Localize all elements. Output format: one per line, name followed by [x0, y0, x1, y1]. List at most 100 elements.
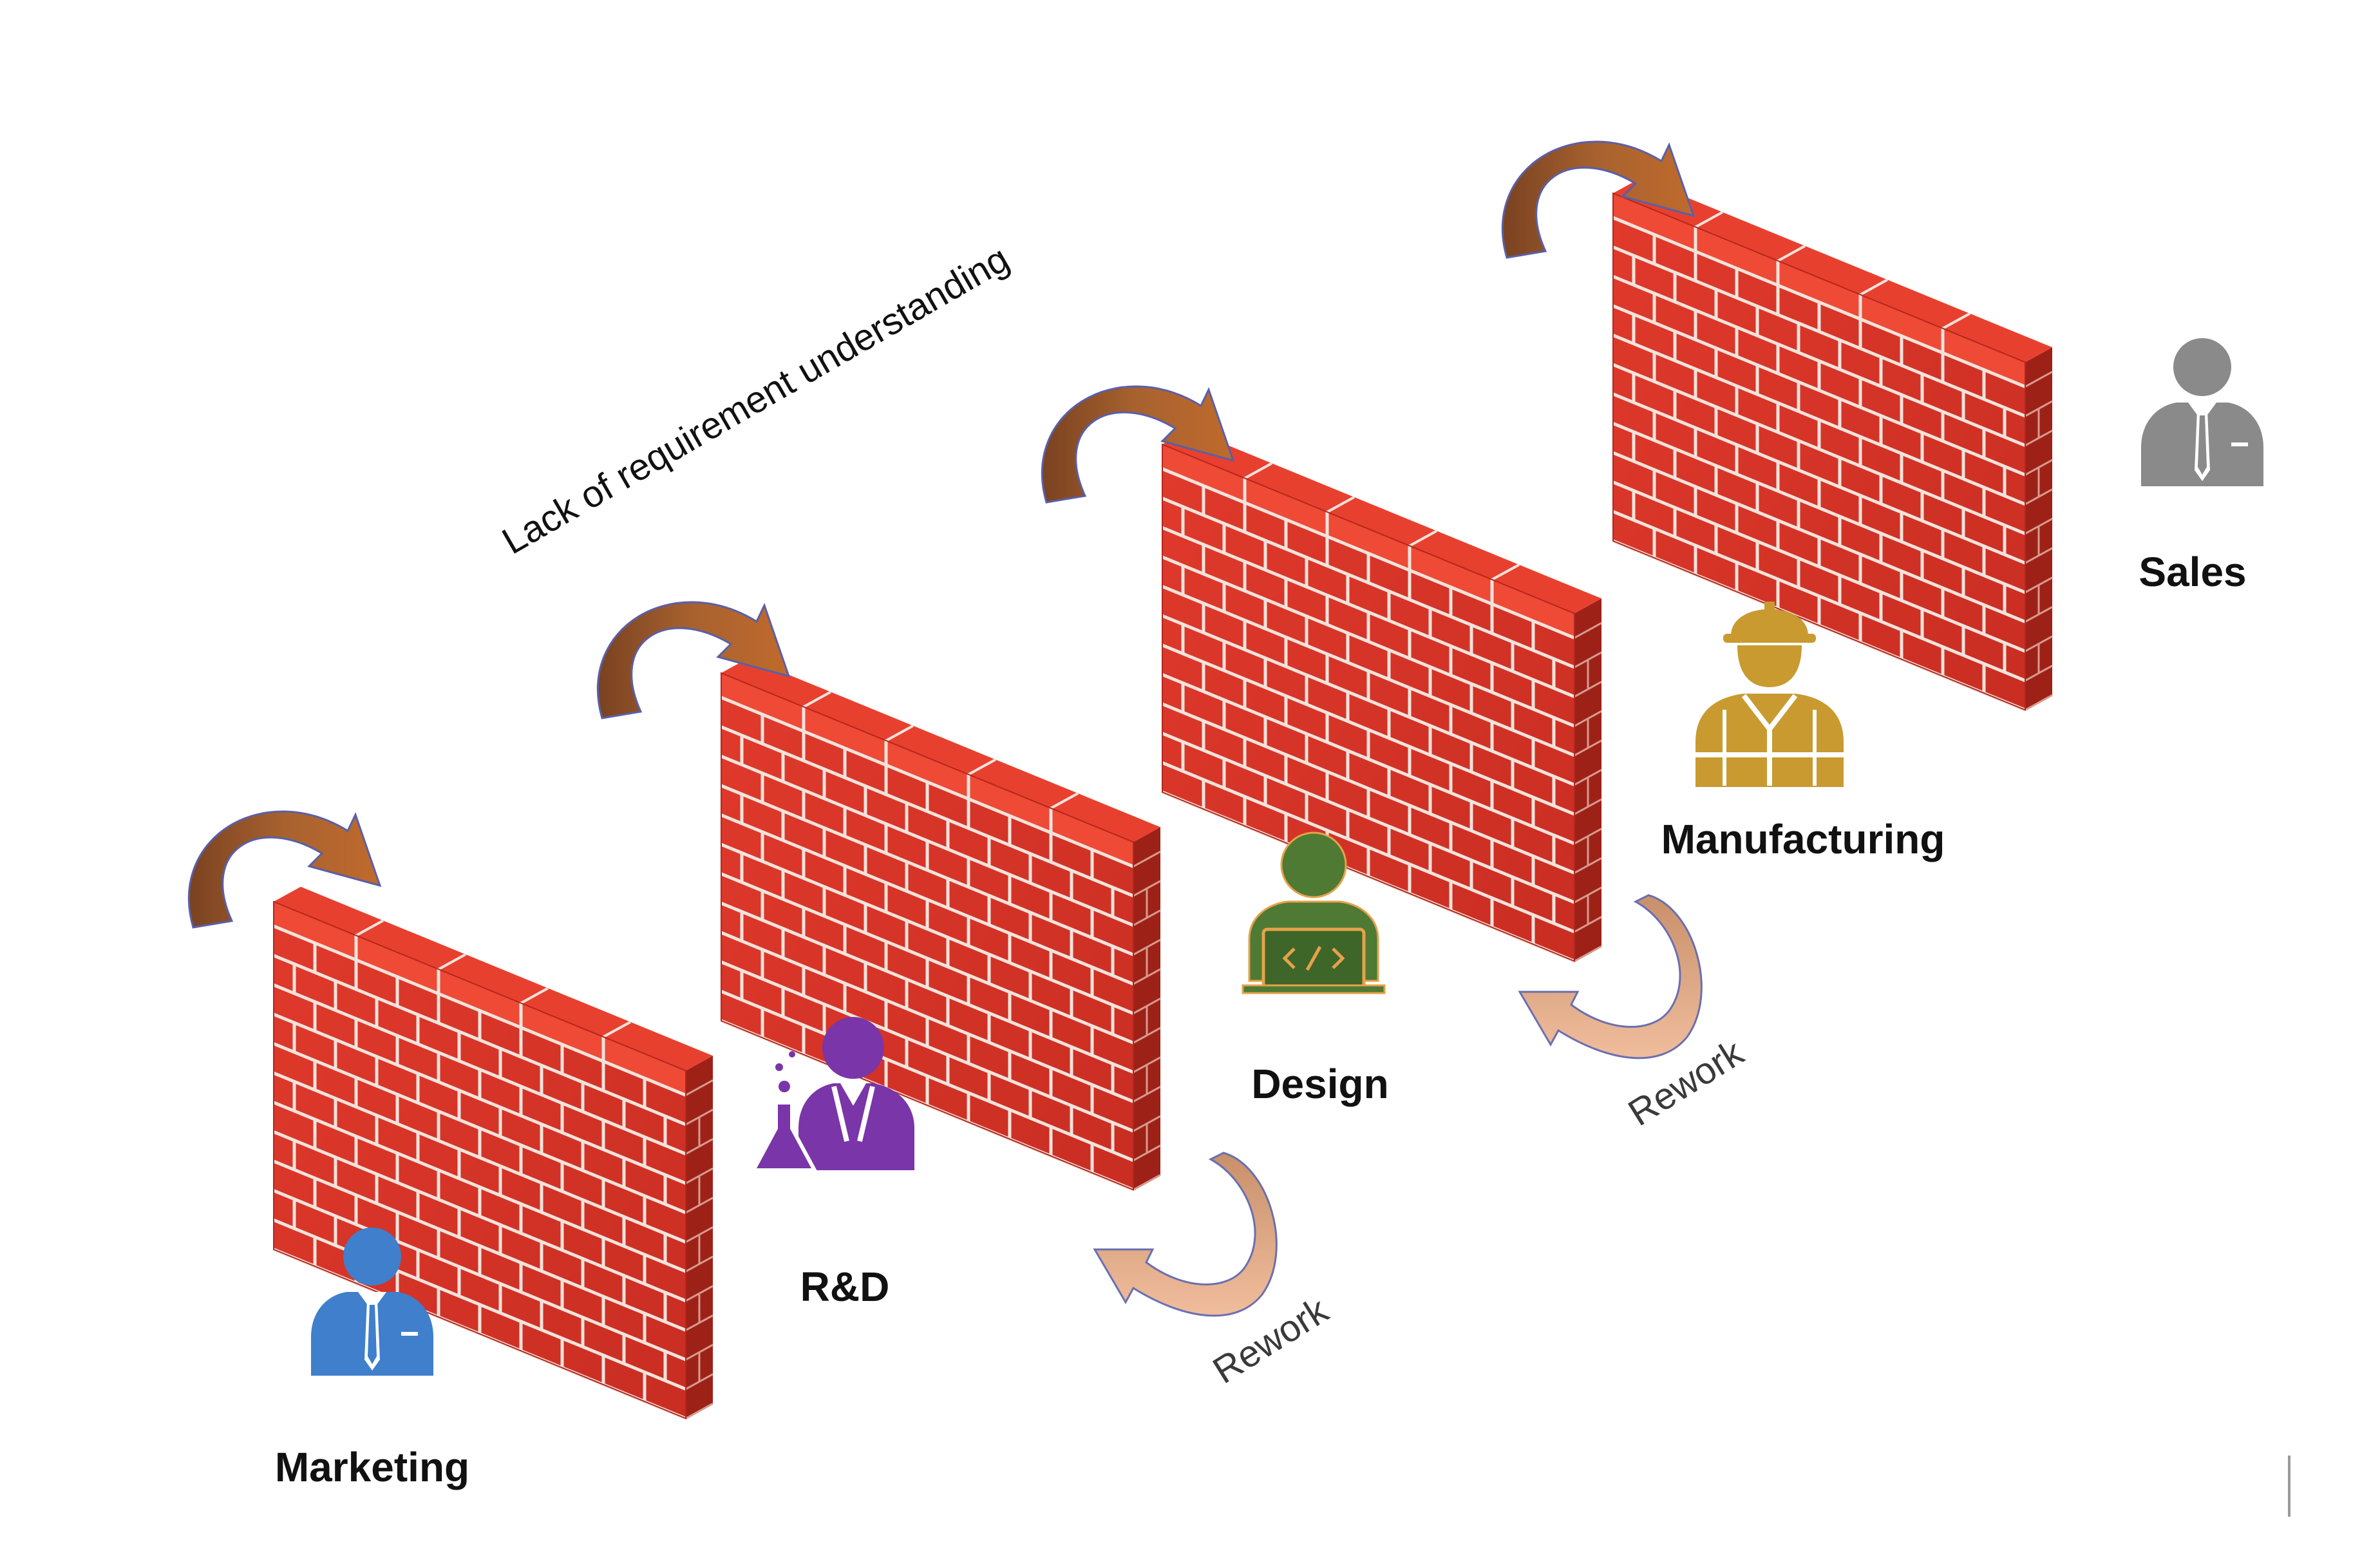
wall-cap [721, 673, 1133, 867]
code-bracket [1282, 947, 1296, 969]
handoff-arrows [188, 140, 1695, 929]
wall-top [1613, 178, 2052, 363]
mortar-line [1162, 555, 1575, 728]
mortar-line [685, 1285, 713, 1302]
coat-line [857, 1086, 875, 1142]
mortar-line [2025, 694, 2053, 711]
laptop-base [1242, 984, 1386, 994]
mortar-line [273, 954, 686, 1126]
mortar-line [2025, 547, 2053, 564]
developer-laptop-icon [1242, 831, 1386, 994]
head-shape [1737, 645, 1802, 687]
mortar-line [1860, 278, 1888, 296]
mortar-line [355, 919, 384, 937]
businessman-icon [2141, 338, 2263, 486]
rework-arrows [1093, 894, 1703, 1317]
body-shape [798, 1083, 914, 1170]
pocket-shape [401, 1332, 418, 1336]
mortar-line [1133, 998, 1161, 1014]
businessman-icon [311, 1228, 433, 1376]
mortar-line [803, 690, 831, 708]
mortar-line [885, 725, 914, 742]
wall-cap [1162, 444, 1574, 638]
wall-outline [721, 672, 1134, 1191]
mortar-line [1133, 1056, 1161, 1074]
code-bracket [1332, 947, 1345, 969]
department-label-marketing: Marketing [275, 1444, 469, 1490]
mortar-line [1244, 462, 1272, 480]
mortar-line [273, 983, 686, 1155]
wall-outline [273, 900, 686, 1419]
curved-arrow-icon [597, 601, 791, 719]
hard-hat-icon [1731, 609, 1808, 636]
return-arrow-icon [1093, 1152, 1278, 1317]
mortar-line [1574, 769, 1602, 786]
brick-wall [1162, 429, 1602, 963]
mortar-line [520, 987, 549, 1005]
scientist-icon [750, 1017, 914, 1172]
tie-inner-shape [368, 1305, 377, 1364]
department-label-sales: Sales [2139, 549, 2246, 595]
handoff-arrow [188, 810, 382, 929]
bubble-shape [779, 1081, 790, 1092]
mortar-line [685, 1079, 713, 1096]
mortar-line [1695, 211, 1723, 229]
hat-brim [1723, 634, 1816, 643]
mortar-line [438, 953, 466, 971]
wall-cap [274, 902, 686, 1096]
department-label-design: Design [1251, 1061, 1388, 1107]
rework-arrow [1518, 894, 1703, 1059]
coat-line [831, 1086, 849, 1142]
tie-inner-shape [2198, 415, 2207, 475]
department-label-rd: R&D [800, 1264, 890, 1310]
mortar-line [1050, 792, 1079, 810]
mortar-line [1574, 681, 1602, 697]
mortar-line [685, 1226, 713, 1243]
mortar-line [685, 1343, 713, 1361]
curved-arrow-icon [1041, 385, 1235, 504]
mortar-line [1491, 564, 1520, 581]
handoff-arrow [1041, 385, 1235, 504]
bubble-shape [789, 1051, 795, 1058]
mortar-line [1574, 828, 1602, 845]
brick-wall [273, 886, 713, 1420]
rd-icon-group [750, 1017, 914, 1172]
pocket-shape [2231, 442, 2248, 446]
mortar-line [721, 754, 1134, 927]
mortar-line [685, 1138, 713, 1155]
hat-ridge [1764, 602, 1775, 616]
return-arrow-icon [1518, 894, 1703, 1059]
wall-cap [1613, 193, 2025, 387]
manufacturing-icon-group [1695, 602, 1844, 787]
head-shape [2173, 338, 2231, 396]
mortar-line [1409, 529, 1437, 547]
wall-outline [1162, 443, 1575, 962]
sales-icon-group [2141, 338, 2263, 486]
mortar-line [1133, 909, 1161, 926]
wall-outline [1612, 192, 2026, 711]
mortar-line [273, 1042, 686, 1215]
mortar-line [1574, 621, 1602, 639]
code-slash [1305, 945, 1322, 971]
construction-worker-icon [1695, 602, 1844, 787]
wall-top [274, 886, 713, 1071]
wall-top [1162, 429, 1601, 614]
head-shape [822, 1017, 884, 1079]
mortar-line [2025, 400, 2053, 417]
mortar-line [1942, 312, 1970, 330]
mortar-line [721, 725, 1134, 898]
mortar-line [1327, 496, 1355, 513]
curved-arrow-icon [1502, 140, 1695, 259]
requirement-gap-annotation: Lack of requirement understanding [495, 238, 1016, 562]
mortar-line [1133, 850, 1161, 868]
mortar-line [603, 1021, 631, 1038]
brick-wall [721, 658, 1161, 1191]
curved-arrow-icon [188, 810, 382, 929]
mortar-line [968, 758, 996, 776]
mortar-line [685, 1402, 713, 1419]
marketing-icon-group [311, 1228, 433, 1376]
department-label-manufacturing: Manufacturing [1661, 816, 1945, 862]
head-shape [1280, 831, 1347, 898]
rework-arrow [1093, 1152, 1278, 1317]
